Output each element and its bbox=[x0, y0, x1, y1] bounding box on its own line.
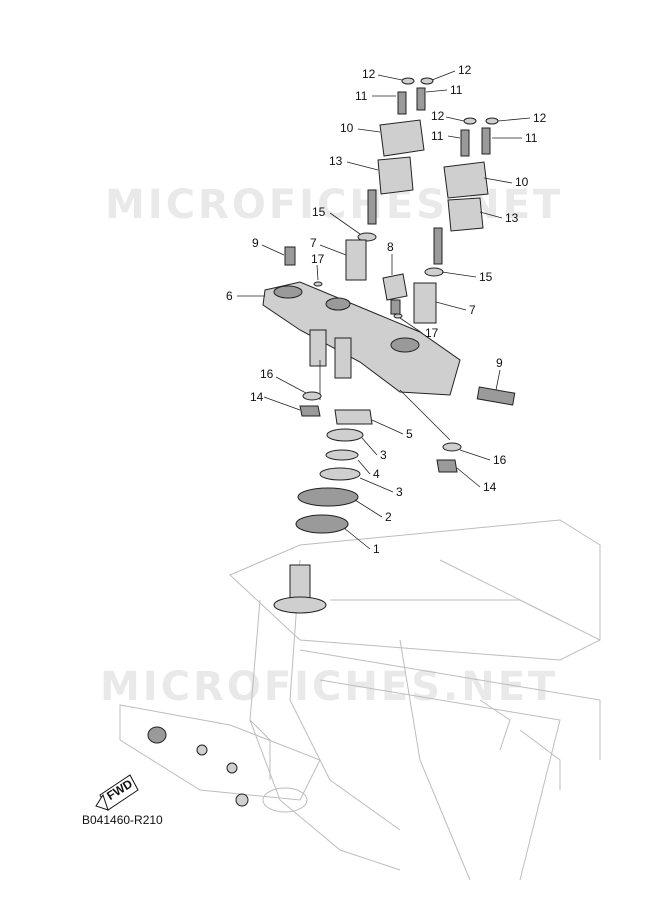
callout-12: 12 bbox=[533, 111, 547, 125]
lower-yoke bbox=[147, 726, 308, 813]
callout-17: 17 bbox=[311, 252, 325, 266]
callout-9: 9 bbox=[496, 356, 503, 370]
callout-16: 16 bbox=[260, 367, 274, 381]
leader-lines bbox=[237, 70, 531, 550]
callout-10: 10 bbox=[515, 175, 529, 189]
callout-6: 6 bbox=[226, 289, 233, 303]
lower-nuts bbox=[299, 391, 462, 473]
callout-15: 15 bbox=[312, 205, 326, 219]
callouts: 12 12 11 11 12 12 11 11 10 13 10 13 15 9… bbox=[226, 63, 547, 556]
callout-11: 11 bbox=[525, 131, 538, 145]
callout-12: 12 bbox=[431, 109, 445, 123]
callout-7: 7 bbox=[310, 236, 317, 250]
callout-11: 11 bbox=[450, 83, 463, 97]
callout-3: 3 bbox=[396, 485, 403, 499]
left-handlebar-clamp bbox=[367, 77, 434, 225]
callout-9: 9 bbox=[252, 236, 259, 250]
frame bbox=[119, 519, 601, 881]
callout-11: 11 bbox=[355, 89, 368, 103]
callout-8: 8 bbox=[387, 240, 394, 254]
callout-4: 4 bbox=[373, 467, 380, 481]
callout-1: 1 bbox=[373, 542, 380, 556]
callout-5: 5 bbox=[406, 427, 413, 441]
diagram-code: B041460-R210 bbox=[82, 813, 163, 827]
watermark-top: MICROFICHES.NET bbox=[105, 182, 563, 228]
callout-13: 13 bbox=[505, 211, 519, 225]
bearing-stack bbox=[273, 409, 373, 614]
callout-16: 16 bbox=[493, 453, 507, 467]
callout-15: 15 bbox=[479, 270, 493, 284]
right-handlebar-clamp bbox=[433, 117, 499, 265]
callout-11: 11 bbox=[431, 129, 444, 143]
callout-2: 2 bbox=[385, 510, 392, 524]
callout-17: 17 bbox=[425, 326, 439, 340]
callout-14: 14 bbox=[250, 390, 264, 404]
callout-12: 12 bbox=[362, 67, 376, 81]
fwd-arrow: FWD bbox=[95, 774, 139, 811]
callout-14: 14 bbox=[483, 480, 497, 494]
callout-12: 12 bbox=[458, 63, 472, 77]
callout-13: 13 bbox=[329, 154, 343, 168]
upper-small-parts bbox=[284, 232, 444, 324]
watermark-bottom: MICROFICHES.NET bbox=[100, 664, 558, 710]
callout-7: 7 bbox=[469, 303, 476, 317]
upper-bracket bbox=[262, 281, 516, 441]
callout-3: 3 bbox=[380, 448, 387, 462]
callout-10: 10 bbox=[340, 121, 354, 135]
